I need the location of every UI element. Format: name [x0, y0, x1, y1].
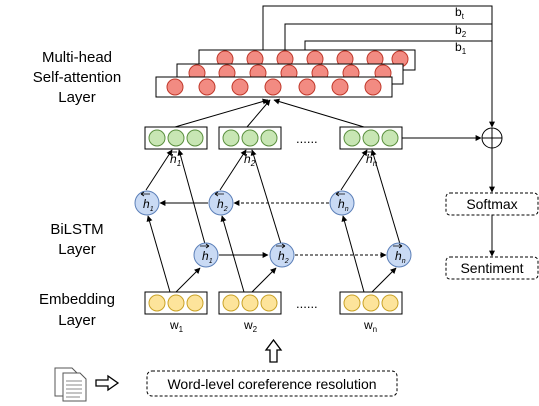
attention-label-line3: Layer — [58, 89, 96, 106]
word-label-1: w1 — [169, 318, 184, 334]
softmax-box: Softmax — [445, 192, 539, 216]
svg-text:h1: h1 — [202, 249, 213, 265]
forward-lstm-nodes: h1 h2 hn — [193, 242, 412, 268]
attention-nodes-row1 — [166, 78, 382, 96]
hidden-label-1: h1 — [170, 152, 181, 168]
forward-node-1: h1 — [193, 242, 219, 268]
concat-box-n — [339, 126, 403, 150]
bilstm-label-line1: BiLSTM — [50, 221, 103, 238]
concat-layer: ...... — [144, 126, 403, 150]
softmax-label: Softmax — [466, 196, 517, 212]
concat-to-attention-arrows — [174, 98, 365, 128]
up-arrow-icon — [264, 338, 283, 363]
embedding-label-line2: Layer — [58, 312, 96, 329]
right-arrow-icon — [95, 374, 120, 392]
coref-label: Word-level coreference resolution — [167, 376, 376, 392]
embedding-ellipsis: ...... — [296, 296, 318, 311]
word-labels: w1 w2 wn — [169, 318, 377, 334]
embedding-box-1 — [144, 291, 208, 315]
attention-label-line2: Self-attention — [33, 69, 121, 86]
attention-layer — [155, 49, 416, 98]
forward-node-2: h2 — [269, 242, 295, 268]
bilstm-layer-label: BiLSTM Layer — [50, 221, 103, 258]
embedding-label-line1: Embedding — [39, 291, 115, 308]
backward-node-n: hn — [329, 190, 355, 216]
word-label-2: w2 — [243, 318, 258, 334]
hidden-label-2: h2 — [244, 152, 256, 168]
concat-ellipsis: ...... — [296, 131, 318, 146]
attention-nodes-row3 — [216, 50, 409, 68]
backward-node-2: h2 — [208, 190, 234, 216]
word-label-n: wn — [363, 318, 377, 334]
concat-box-2 — [218, 126, 282, 150]
plus-icon — [481, 127, 503, 149]
sentiment-box: Sentiment — [445, 256, 539, 280]
head-lines — [262, 5, 493, 122]
svg-text:h1: h1 — [143, 197, 154, 213]
concat-box-1 — [144, 126, 208, 150]
svg-text:h2: h2 — [278, 249, 289, 265]
hidden-label-n: hn — [366, 152, 378, 168]
sentiment-label: Sentiment — [460, 260, 523, 276]
coref-box: Word-level coreference resolution — [146, 370, 398, 397]
attention-label-line1: Multi-head — [42, 49, 112, 66]
head-label-bt: bt — [455, 5, 465, 21]
forward-node-n: hn — [386, 242, 412, 268]
bilstm-connections — [145, 149, 401, 293]
head-label-b1: b1 — [455, 40, 467, 56]
backward-lstm-nodes: h1 h2 hn — [134, 190, 355, 216]
svg-text:h2: h2 — [217, 197, 228, 213]
embedding-box-2 — [218, 291, 282, 315]
hidden-labels: h1 h2 hn — [170, 151, 378, 168]
embedding-layer: ...... — [144, 291, 403, 315]
embedding-box-n — [339, 291, 403, 315]
bilstm-label-line2: Layer — [58, 241, 96, 258]
attention-layer-label: Multi-head Self-attention Layer — [33, 49, 121, 106]
head-label-b2: b2 — [455, 23, 467, 39]
backward-node-1: h1 — [134, 190, 160, 216]
svg-text:hn: hn — [395, 249, 406, 265]
svg-text:hn: hn — [338, 197, 349, 213]
documents-icon — [54, 367, 87, 402]
embedding-layer-label: Embedding Layer — [39, 291, 115, 329]
